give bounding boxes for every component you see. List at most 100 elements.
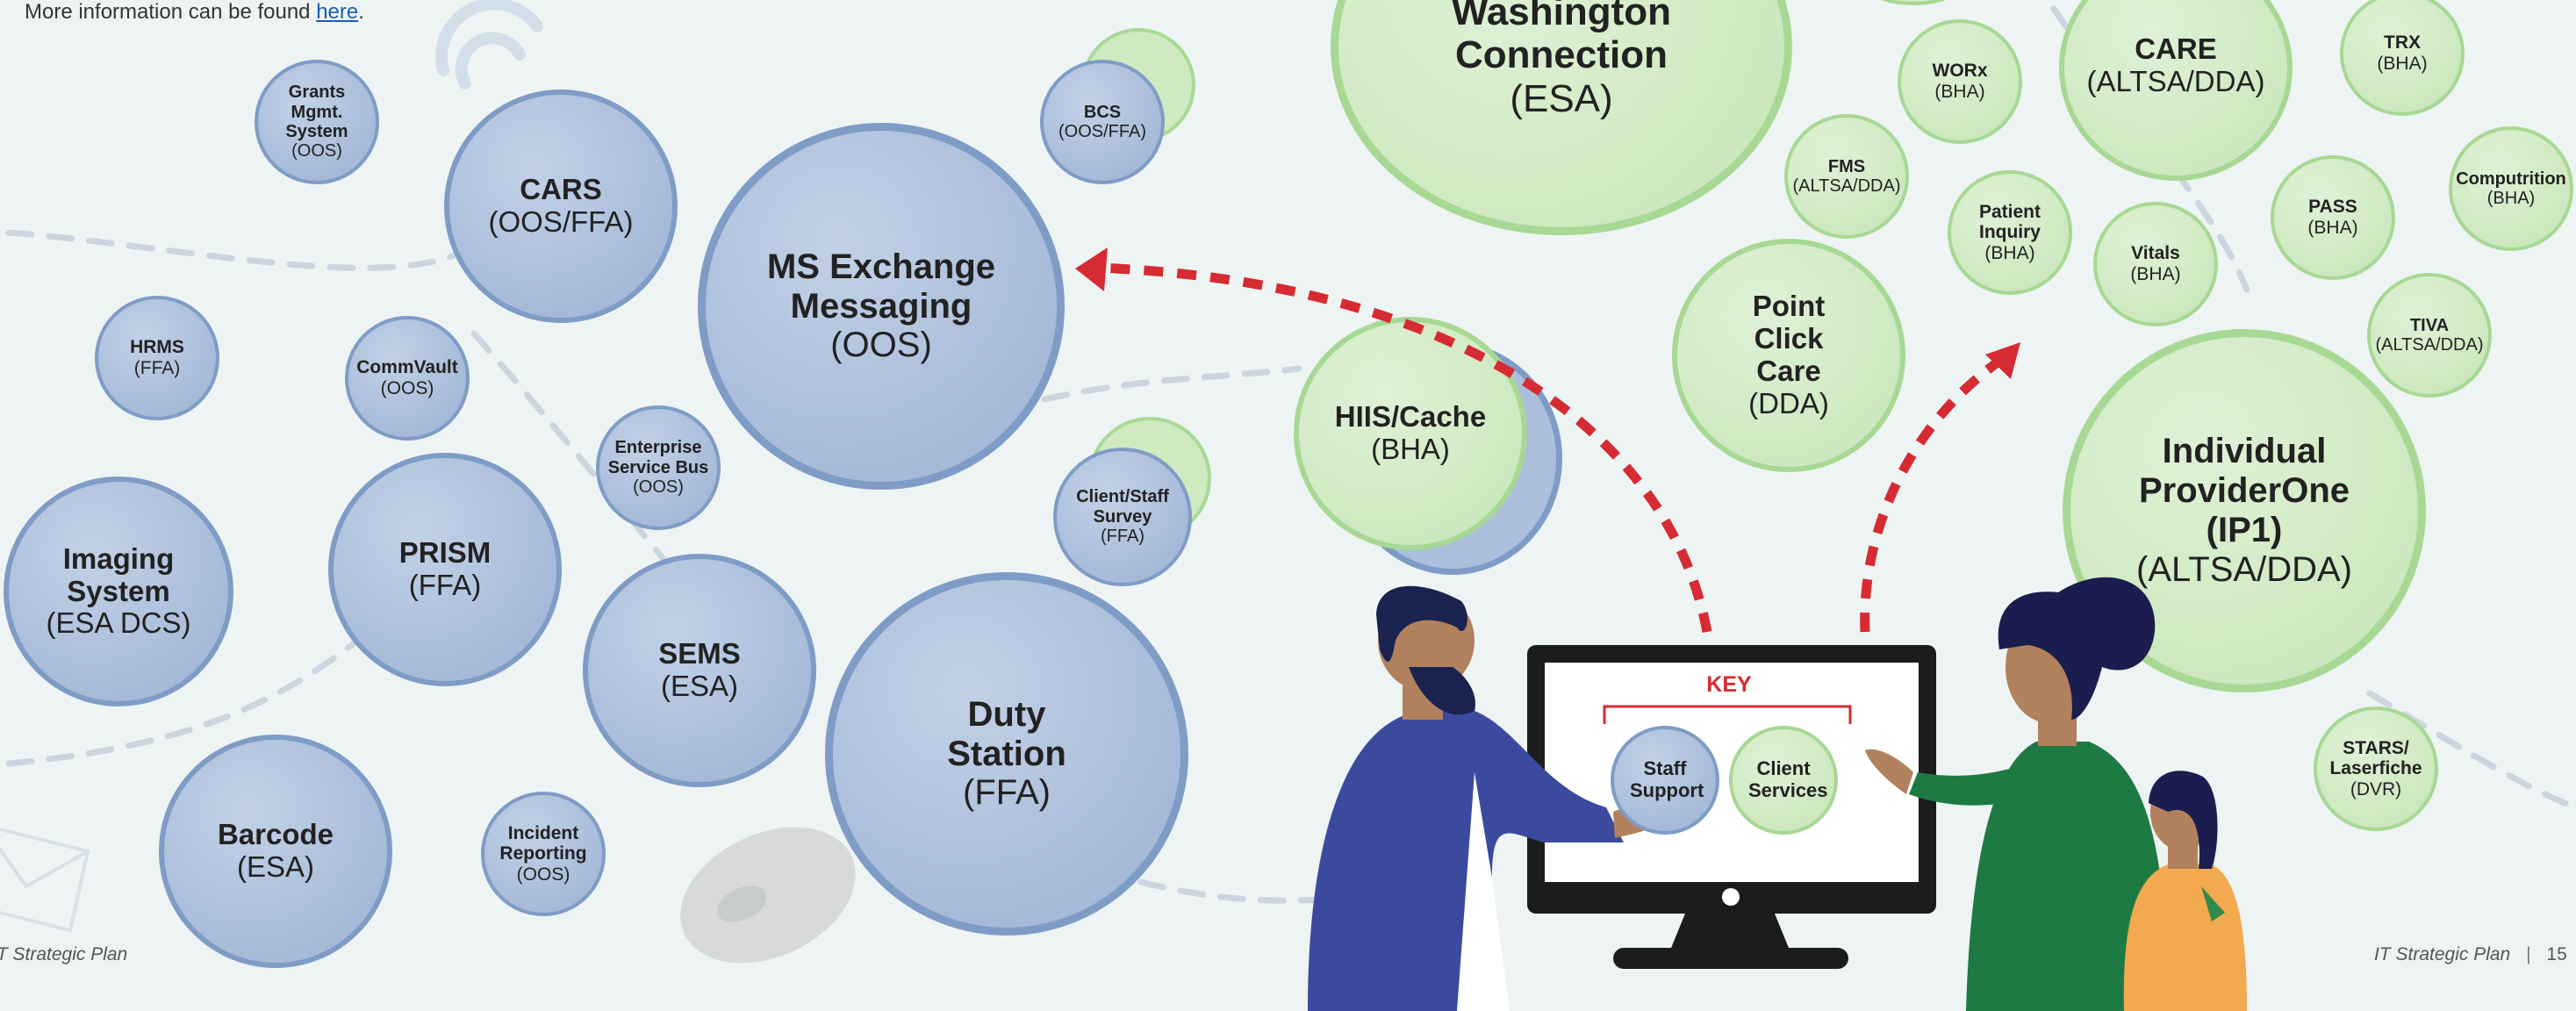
bubble-prism: PRISM(FFA) bbox=[328, 453, 562, 686]
care-name: CARE bbox=[2135, 32, 2217, 66]
computrition-org: (BHA) bbox=[2486, 189, 2536, 208]
bcs-name: BCS bbox=[1083, 102, 1122, 122]
bubble-tiva: TIVA(ALTSA/DDA) bbox=[2367, 273, 2492, 398]
woman-figure bbox=[1865, 577, 2247, 1011]
dashed-connector-top-left bbox=[5, 229, 460, 271]
enterprise-bus-name: Enterprise Service Bus bbox=[607, 438, 709, 477]
care-org: (ALTSA/DDA) bbox=[2086, 65, 2265, 98]
key-client-services: Client Services bbox=[1729, 726, 1838, 835]
computrition-name: Computrition bbox=[2456, 168, 2566, 189]
barcode-name: Barcode bbox=[217, 818, 334, 851]
grants-name: Grants Mgmt. System bbox=[285, 82, 348, 141]
commvault-name: CommVault bbox=[356, 357, 458, 378]
bubble-care: CARE(ALTSA/DDA) bbox=[2059, 0, 2293, 181]
vitals-name: Vitals bbox=[2131, 243, 2180, 264]
bubble-bcs: BCS(OOS/FFA) bbox=[1040, 60, 1165, 184]
individual-providerone-name: Individual ProviderOne (IP1) bbox=[2138, 432, 2350, 549]
imaging-name: Imaging System bbox=[62, 541, 175, 607]
point-click-care-name: Point Click Care bbox=[1752, 290, 1826, 387]
envelope-icon bbox=[0, 827, 90, 933]
washington-connection-org: (ESA) bbox=[1510, 76, 1613, 120]
page-number: 15 bbox=[2546, 944, 2567, 964]
cars-name: CARS bbox=[520, 173, 602, 206]
hrms-name: HRMS bbox=[130, 337, 184, 358]
sems-org: (ESA) bbox=[660, 670, 738, 702]
dashed-connector-mid-left bbox=[5, 628, 372, 767]
commvault-org: (OOS) bbox=[380, 378, 434, 398]
stars-laserfiche-name: STARS/ Laserfiche bbox=[2329, 737, 2422, 779]
footer-left-title: IT Strategic Plan bbox=[0, 944, 128, 964]
key-staff-support: Staff Support bbox=[1611, 726, 1719, 835]
wifi-icon bbox=[435, 0, 543, 90]
bubble-worx: WORx(BHA) bbox=[1898, 19, 2022, 144]
footer-right-title: IT Strategic Plan bbox=[2374, 944, 2511, 964]
hrms-org: (FFA) bbox=[133, 358, 181, 378]
pass-org: (BHA) bbox=[2307, 218, 2358, 238]
bubble-grants: Grants Mgmt. System(OOS) bbox=[255, 60, 379, 184]
enterprise-bus-org: (OOS) bbox=[633, 477, 684, 498]
bubble-duty-station: Duty Station(FFA) bbox=[825, 572, 1188, 936]
key-client-label: Client Services bbox=[1748, 757, 1828, 801]
trx-org: (BHA) bbox=[2377, 54, 2428, 74]
key-title: KEY bbox=[1706, 672, 1752, 697]
client-staff-survey-name: Client/Staff Survey bbox=[1076, 487, 1169, 527]
intro-sentence: More information can be found bbox=[25, 0, 317, 24]
arrow-head-left bbox=[1075, 247, 1108, 291]
bubble-point-click-care: Point Click Care(DDA) bbox=[1672, 239, 1905, 472]
key-staff-label: Staff Support bbox=[1630, 757, 1704, 801]
intro-end: . bbox=[358, 0, 364, 24]
bubble-trx: TRX(BHA) bbox=[2340, 0, 2465, 116]
point-click-care-org: (DDA) bbox=[1748, 386, 1829, 419]
duty-station-name: Duty Station bbox=[947, 694, 1066, 773]
bubble-barcode: Barcode(ESA) bbox=[159, 735, 392, 968]
bubble-vitals: Vitals(BHA) bbox=[2093, 202, 2218, 326]
worx-org: (BHA) bbox=[1934, 82, 1985, 102]
tiva-org: (ALTSA/DDA) bbox=[2375, 335, 2484, 355]
duty-station-org: (FFA) bbox=[963, 773, 1051, 813]
hiis-cache-name: HIIS/Cache bbox=[1334, 400, 1487, 434]
fms-name: FMS bbox=[1827, 156, 1866, 176]
barcode-org: (ESA) bbox=[236, 850, 314, 883]
vitals-org: (BHA) bbox=[2130, 264, 2181, 284]
arrow-head-right bbox=[1985, 342, 2020, 379]
bubble-enterprise-bus: Enterprise Service Bus(OOS) bbox=[596, 405, 721, 530]
bubble-client-staff-survey: Client/Staff Survey(FFA) bbox=[1053, 448, 1192, 586]
key-bracket bbox=[1603, 705, 1852, 724]
fms-org: (ALTSA/DDA) bbox=[1792, 176, 1901, 196]
bubble-incident: Incident Reporting(OOS) bbox=[481, 792, 606, 916]
incident-name: Incident Reporting bbox=[499, 822, 587, 864]
bubble-cars: CARS(OOS/FFA) bbox=[444, 90, 678, 323]
bubble-hiis-cache: HIIS/Cache(BHA) bbox=[1294, 317, 1527, 550]
bubble-fms: FMS(ALTSA/DDA) bbox=[1784, 114, 1909, 239]
bcs-org: (OOS/FFA) bbox=[1058, 122, 1146, 141]
prism-name: PRISM bbox=[398, 536, 492, 570]
washington-connection-name: Washington Connection bbox=[1451, 0, 1672, 77]
bubble-hrms: HRMS(FFA) bbox=[95, 296, 219, 420]
sems-name: SEMS bbox=[658, 637, 741, 670]
bubble-ms-exchange: MS Exchange Messaging(OOS) bbox=[698, 123, 1065, 490]
imaging-org: (ESA DCS) bbox=[46, 606, 191, 640]
intro-text: More information can be found here. bbox=[25, 0, 364, 25]
client-staff-survey-org: (FFA) bbox=[1101, 527, 1144, 547]
arrow-to-staff-support bbox=[1096, 262, 1712, 634]
bubble-individual-providerone: Individual ProviderOne (IP1)(ALTSA/DDA) bbox=[2063, 329, 2426, 692]
ms-exchange-org: (OOS) bbox=[830, 326, 932, 365]
footer-divider: | bbox=[2526, 944, 2531, 964]
arrow-to-client-services bbox=[1860, 355, 2005, 633]
more-info-link[interactable]: here bbox=[316, 0, 359, 24]
patient-inquiry-org: (BHA) bbox=[1984, 242, 2035, 263]
man-figure bbox=[1308, 585, 1672, 1011]
stars-laserfiche-org: (DVR) bbox=[2350, 778, 2402, 799]
grants-org: (OOS) bbox=[291, 141, 342, 161]
tiva-name: TIVA bbox=[2409, 315, 2450, 335]
ms-exchange-name: MS Exchange Messaging bbox=[766, 247, 996, 326]
hiis-cache-org: (BHA) bbox=[1371, 433, 1450, 465]
bubble-sems: SEMS(ESA) bbox=[583, 554, 816, 787]
pass-name: PASS bbox=[2308, 197, 2357, 218]
bubble-computrition: Computrition(BHA) bbox=[2449, 126, 2573, 251]
bubble-pass: PASS(BHA) bbox=[2271, 155, 2395, 280]
bubble-stars-laserfiche: STARS/ Laserfiche(DVR) bbox=[2314, 706, 2438, 831]
bubble-commvault: CommVault(OOS) bbox=[345, 316, 470, 441]
